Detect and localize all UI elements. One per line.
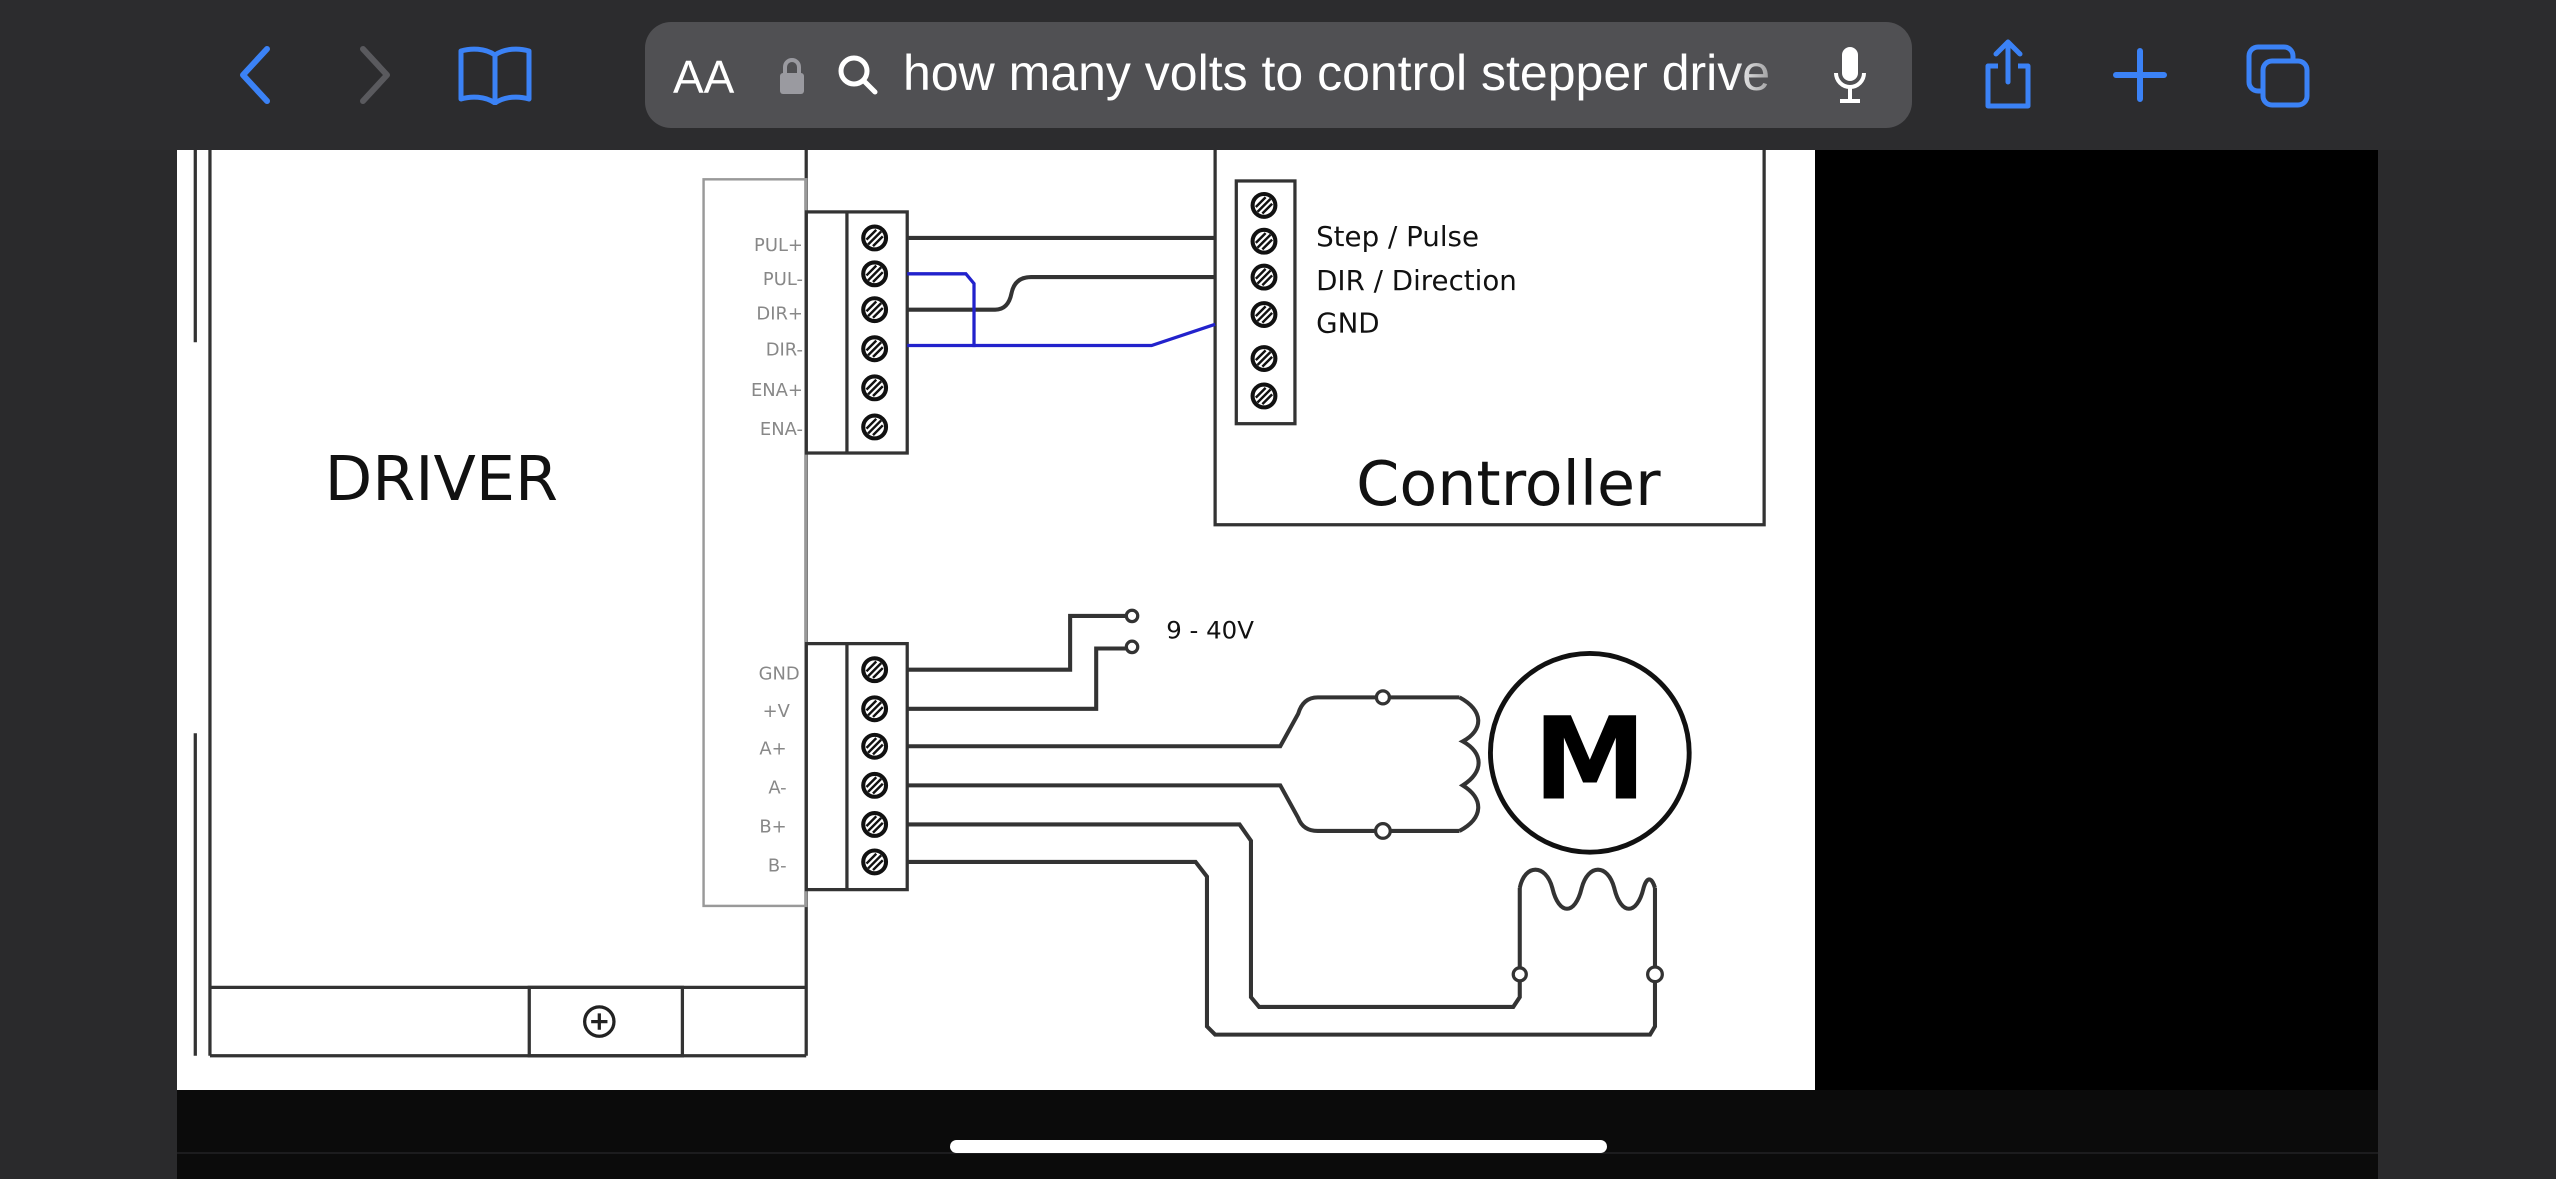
screw-slot: [865, 815, 884, 834]
pin-label: ENA+: [751, 380, 803, 401]
wire-b-minus: [907, 859, 1658, 1037]
controller-label: Controller: [1356, 448, 1661, 520]
search-icon: [835, 52, 881, 98]
wire-v-supply: [907, 646, 1129, 711]
screw-slot: [1254, 349, 1273, 368]
power-terminal-block: [804, 641, 909, 892]
wire-pul-minus: [907, 272, 976, 348]
screw-slot: [1254, 196, 1273, 215]
new-tab-plus-icon[interactable]: [2110, 45, 2170, 105]
pin-label: GND: [759, 663, 800, 684]
screw-slot: [865, 776, 884, 795]
pin-label: B-: [768, 856, 787, 877]
coil-b: [1517, 867, 1657, 911]
signal-terminal-block: [804, 210, 909, 455]
controller-terminal-block: [1234, 179, 1297, 426]
coil-a-terminal-1: [1374, 689, 1392, 706]
supply-voltage-label: 9 - 40V: [1166, 616, 1254, 645]
browser-toolbar: AA how many volts to control stepper dri…: [0, 0, 2556, 150]
wire-a-minus: [907, 783, 1460, 834]
coil-b-terminal-2: [1646, 965, 1664, 984]
home-indicator[interactable]: [950, 1140, 1607, 1153]
pin-label: B+: [759, 817, 786, 838]
controller-pin-label: Step / Pulse: [1316, 220, 1479, 253]
bottom-bar: [177, 1090, 2378, 1179]
pin-label: PUL+: [754, 235, 803, 256]
supply-terminal-2: [1124, 639, 1140, 655]
lock-icon: [777, 56, 807, 96]
coil-b-terminal-1: [1511, 966, 1528, 983]
screw-slot: [1254, 232, 1273, 251]
divider: [177, 1152, 2378, 1154]
wire-b-plus: [907, 822, 1522, 1009]
coil-a-terminal-2: [1373, 822, 1392, 840]
motor-symbol: [1487, 650, 1692, 855]
pin-label: DIR-: [766, 339, 803, 360]
share-icon[interactable]: [1978, 36, 2038, 112]
coil-a: [1458, 695, 1481, 833]
screw-slot: [865, 228, 884, 247]
screw-slot: [865, 852, 884, 871]
microphone-icon[interactable]: [1830, 44, 1870, 108]
pin-label: ENA-: [760, 419, 803, 440]
screw-slot: [865, 660, 884, 679]
text-size-button[interactable]: AA: [673, 51, 735, 103]
screw-slot: [1254, 305, 1273, 324]
wiring-diagram-image: M DRIVER Controller PUL+ PUL- DIR+ DIR- …: [177, 150, 1815, 1090]
driver-label: DRIVER: [325, 443, 558, 515]
tabs-overview-icon[interactable]: [2244, 42, 2312, 110]
controller-pin-label: DIR / Direction: [1316, 264, 1517, 297]
wire-dir-minus: [907, 322, 1216, 348]
pin-label: DIR+: [756, 303, 803, 324]
pin-label: PUL-: [763, 269, 803, 290]
bookmarks-book-icon[interactable]: [455, 42, 535, 108]
controller-box: [1213, 150, 1766, 527]
forward-chevron-icon[interactable]: [350, 45, 400, 105]
screw-slot: [1254, 386, 1273, 406]
screw-slot: [865, 737, 884, 756]
screw-slot: [1254, 268, 1273, 287]
back-chevron-icon[interactable]: [230, 45, 280, 105]
pin-label: +V: [763, 701, 791, 722]
screw-slot: [865, 264, 884, 283]
pin-label: A+: [759, 738, 786, 759]
controller-pin-label: GND: [1316, 306, 1380, 339]
screw-slot: [865, 417, 884, 436]
driver-mount-tab: [527, 985, 685, 1058]
mount-screw-icon: [583, 1005, 616, 1038]
driver-body: [193, 150, 808, 1058]
wiring-diagram: M DRIVER Controller PUL+ PUL- DIR+ DIR- …: [193, 150, 1766, 1058]
page-margin-left: [0, 150, 177, 1179]
address-bar[interactable]: AA how many volts to control stepper dri…: [645, 22, 1912, 128]
address-text[interactable]: how many volts to control stepper drive: [903, 45, 1771, 101]
motor-label: M: [1533, 692, 1646, 825]
wire-gnd-supply: [907, 613, 1129, 672]
wire-a-plus: [907, 695, 1460, 749]
supply-terminal-1: [1124, 608, 1140, 624]
driver-label-strip: [702, 178, 808, 908]
image-letterbox: [1815, 150, 2378, 1090]
pin-label: A-: [768, 778, 786, 799]
screw-slot: [865, 699, 884, 718]
page-margin-right: [2378, 150, 2556, 1179]
wire-dir-plus: [907, 275, 1216, 312]
